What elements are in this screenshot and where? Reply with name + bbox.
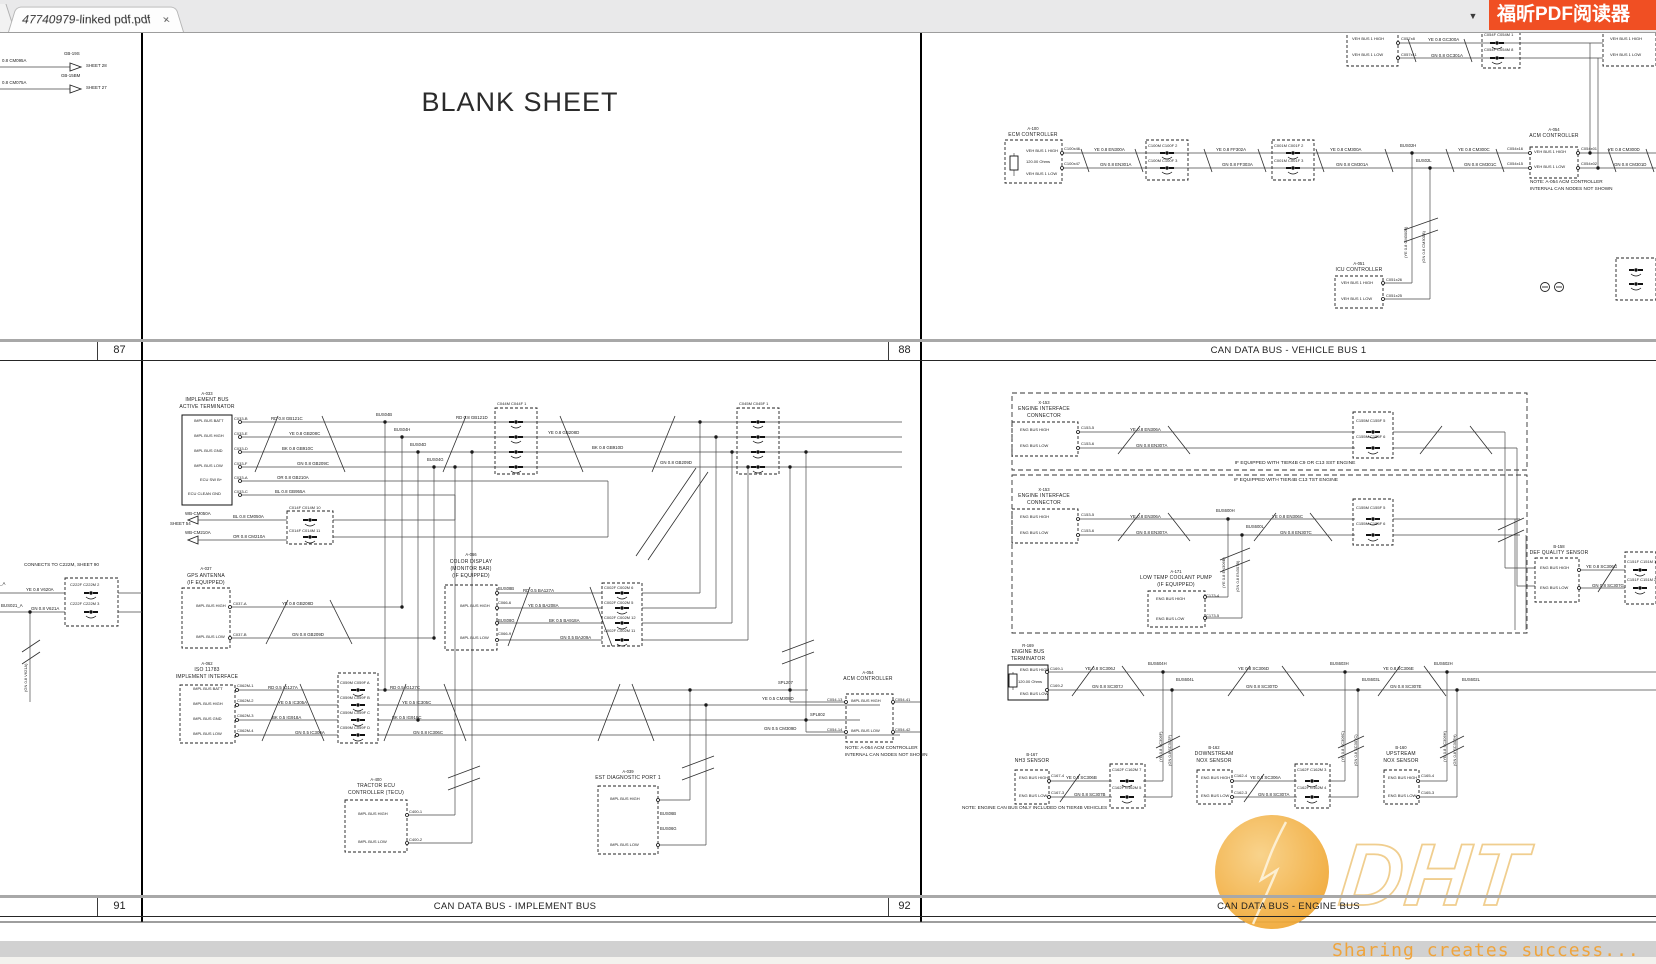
blank-sheet-title: BLANK SHEET bbox=[421, 87, 619, 117]
chevron-down-icon[interactable]: ▼ bbox=[1468, 11, 1478, 21]
footer-band-top: 87 88 CAN DATA BUS - VEHICLE BUS 1 bbox=[0, 339, 1656, 361]
foxit-pdf-badge[interactable]: 福昕PDF阅读器 bbox=[1489, 0, 1656, 30]
ground-symbols bbox=[1540, 282, 1564, 292]
sheet-title-engine-bus: CAN DATA BUS - ENGINE BUS bbox=[1217, 901, 1360, 912]
bottom-bar-light bbox=[0, 957, 1656, 964]
page-number-88: 88 bbox=[898, 344, 911, 356]
page-number-87: 87 bbox=[113, 344, 126, 356]
document-tab[interactable]: 47740979-linked pdf.pdf × bbox=[8, 6, 184, 32]
watermark-slogan: Sharing creates success... bbox=[1332, 940, 1640, 961]
footer-band-bottom: 91 CAN DATA BUS - IMPLEMENT BUS 92 CAN D… bbox=[0, 895, 1656, 917]
tab-bar: 47740979-linked pdf.pdf × ▼ bbox=[0, 0, 1656, 33]
sheet-title-vehicle-bus-1: CAN DATA BUS - VEHICLE BUS 1 bbox=[1210, 345, 1367, 356]
bottom-bar bbox=[0, 941, 1656, 957]
sheet-title-implement-bus: CAN DATA BUS - IMPLEMENT BUS bbox=[433, 901, 597, 912]
document-tab-title: 47740979-linked pdf.pdf bbox=[20, 12, 152, 26]
page-number-92: 92 bbox=[898, 900, 911, 912]
tab-close-icon[interactable]: × bbox=[161, 12, 172, 26]
page-number-91: 91 bbox=[113, 900, 126, 912]
wiring-diagram bbox=[0, 32, 1656, 923]
